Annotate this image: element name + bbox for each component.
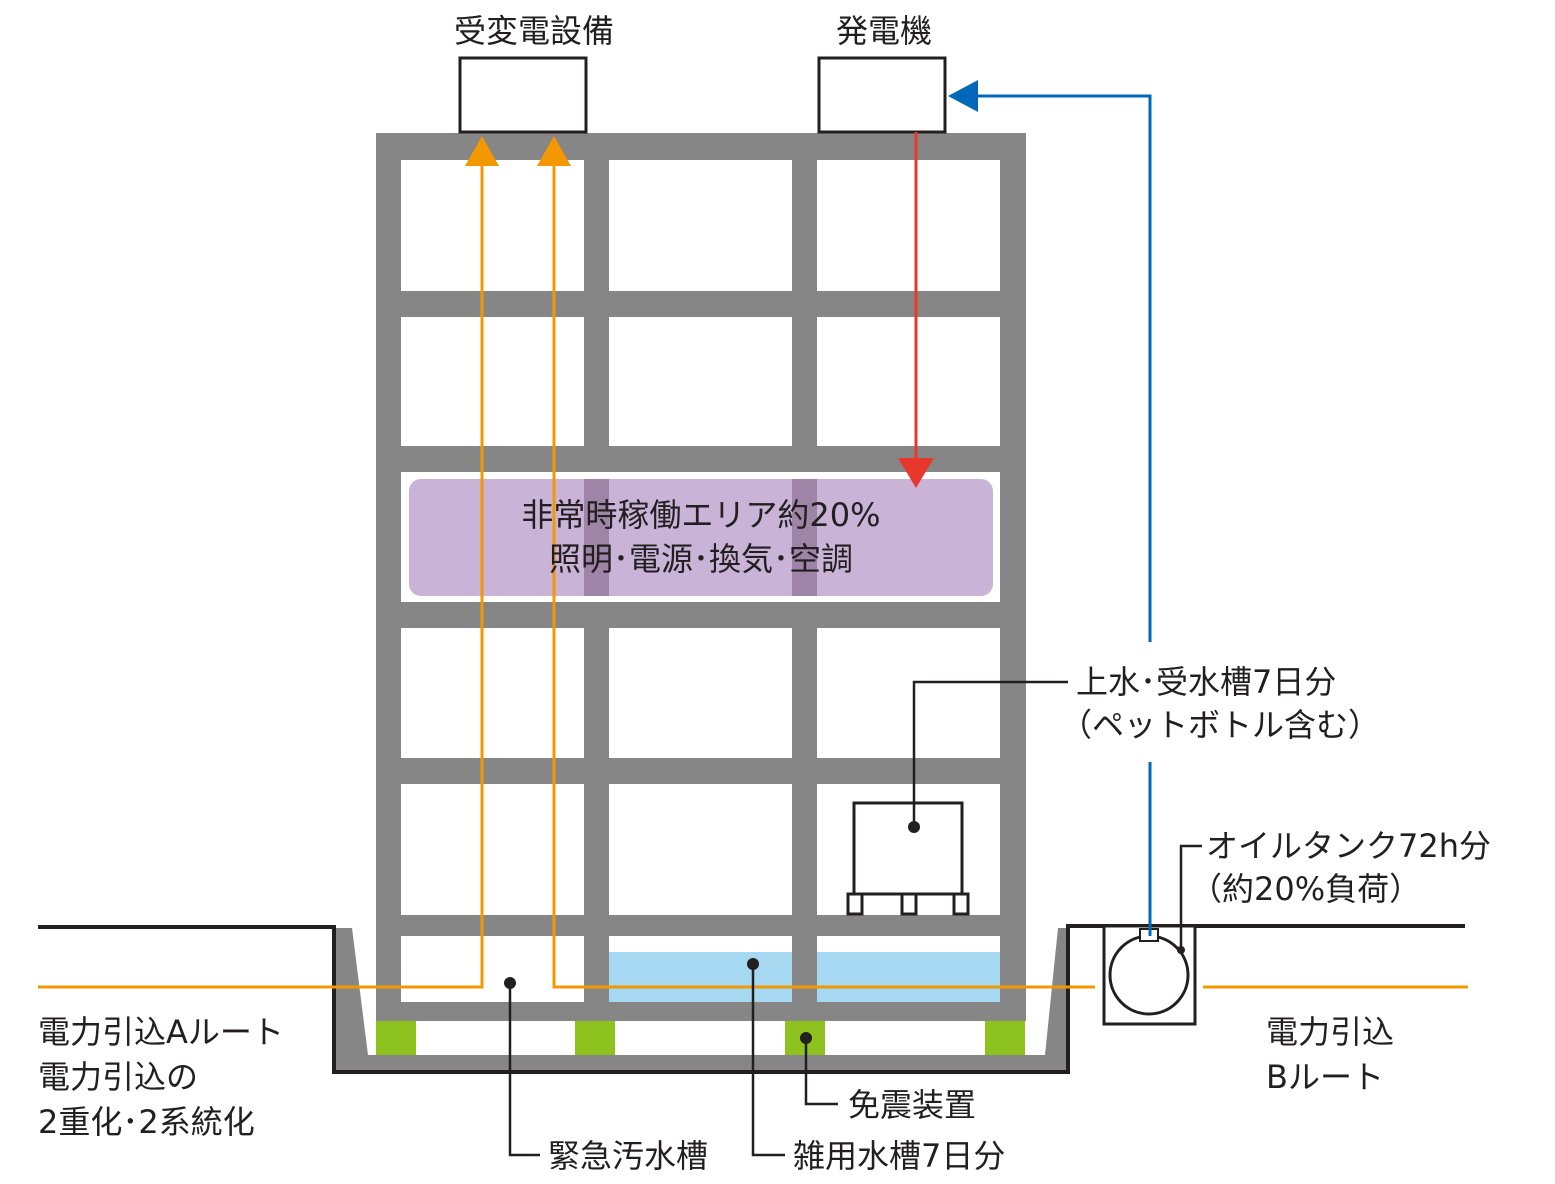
route-b-arrowhead bbox=[537, 136, 571, 166]
fuel-line bbox=[976, 94, 1152, 936]
generator-feed-arrowhead bbox=[898, 458, 934, 488]
emergency-area-column-2 bbox=[792, 479, 817, 596]
water-tank-note: （ペットボトル含む） bbox=[1060, 706, 1380, 744]
fuel-line-arrowhead bbox=[948, 80, 978, 112]
leader-dots bbox=[504, 821, 920, 1044]
route-a-line bbox=[38, 162, 484, 989]
power-route-lines bbox=[38, 162, 1468, 989]
route-b-line bbox=[552, 162, 1095, 989]
generator-box bbox=[817, 56, 947, 134]
oil-tank-label: オイルタンク72h分 bbox=[1206, 827, 1491, 865]
leader-gray-water bbox=[751, 964, 785, 1157]
basement-pit bbox=[336, 928, 1070, 1070]
substation-label: 受変電設備 bbox=[454, 12, 614, 50]
route-a-arrowhead bbox=[465, 136, 499, 166]
substation-box bbox=[458, 56, 588, 134]
generator-label: 発電機 bbox=[836, 12, 932, 50]
pit-fill bbox=[336, 928, 1070, 1070]
leader-oil-tank bbox=[1179, 844, 1202, 950]
route-a-label: 電力引込Aルート bbox=[38, 1013, 284, 1051]
leader-lines bbox=[508, 680, 1202, 1157]
emergency-area-column-1 bbox=[584, 479, 609, 596]
leader-isolator bbox=[804, 1038, 838, 1106]
leader-water-tank bbox=[912, 680, 1068, 827]
water-receiving-tank bbox=[846, 801, 970, 916]
route-b-label-1: 電力引込 bbox=[1266, 1013, 1394, 1051]
emergency-area-title: 非常時稼働エリア約20% bbox=[521, 496, 880, 534]
gray-water-tank-label: 雑用水槽7日分 bbox=[793, 1137, 1005, 1175]
emergency-area-systems: 照明･電源･換気･空調 bbox=[549, 540, 853, 578]
isolator-4 bbox=[985, 1021, 1025, 1055]
gray-water-tank-fill-1 bbox=[609, 952, 792, 1002]
route-a-note-2: 2重化･2系統化 bbox=[38, 1103, 255, 1141]
route-a-note-1: 電力引込の bbox=[38, 1058, 198, 1096]
leader-sewage bbox=[508, 983, 540, 1157]
water-tank-label: 上水･受水槽7日分 bbox=[1076, 663, 1336, 701]
route-b-label-2: Bルート bbox=[1266, 1058, 1384, 1096]
gray-water-tank-fill-2 bbox=[817, 952, 1000, 1002]
oil-tank-note: （約20%負荷） bbox=[1190, 870, 1421, 908]
isolator-2 bbox=[575, 1021, 615, 1055]
isolator-1 bbox=[376, 1021, 416, 1055]
seismic-isolation-label: 免震装置 bbox=[848, 1086, 976, 1124]
emergency-sewage-label: 緊急汚水槽 bbox=[548, 1137, 708, 1175]
